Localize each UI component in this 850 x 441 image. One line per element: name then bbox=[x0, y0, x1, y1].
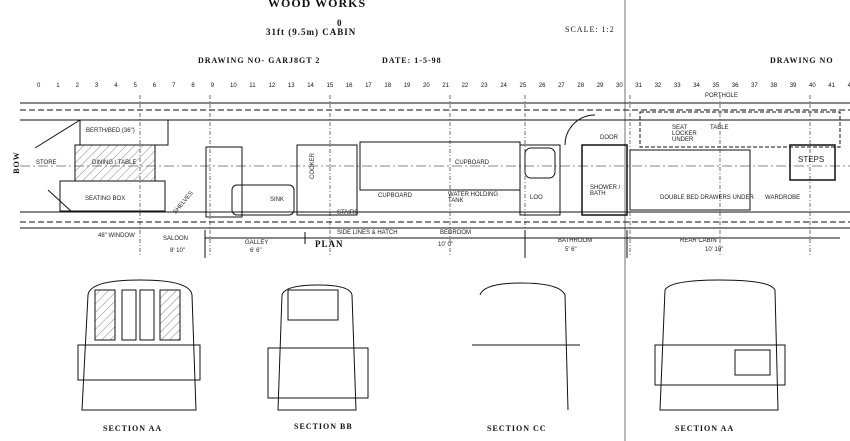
drawing-date: DATE: 1-5-98 bbox=[382, 56, 442, 65]
label-cupboard: CUPBOARD bbox=[378, 193, 413, 199]
label-galley: GALLEY bbox=[245, 240, 269, 246]
ruler-tick: 11 bbox=[249, 83, 256, 89]
drawing-number-right: DRAWING NO bbox=[770, 56, 834, 65]
label-cooker: COOKER bbox=[310, 152, 317, 180]
plan-label: PLAN bbox=[315, 239, 344, 249]
section-aa-rear-label: SECTION AA bbox=[675, 424, 735, 433]
ruler-tick: 21 bbox=[442, 83, 449, 89]
ruler-tick: 22 bbox=[461, 83, 469, 89]
label-saloon: SALOON bbox=[163, 236, 189, 242]
ruler-tick: 39 bbox=[789, 83, 797, 89]
label-bedroom: BEDROOM bbox=[440, 230, 472, 236]
label-shower: SHOWER / BATH bbox=[590, 185, 621, 197]
ruler-tick: 16 bbox=[345, 83, 353, 89]
toilet bbox=[524, 147, 556, 179]
boat-title: 31ft (9.5m) CABIN bbox=[266, 27, 357, 37]
label-berth: BERTH/BED (36") bbox=[86, 128, 135, 134]
ruler-tick: 35 bbox=[712, 83, 720, 89]
ruler-tick: 31 bbox=[635, 83, 642, 89]
sink bbox=[231, 184, 295, 216]
ruler-tick: 25 bbox=[519, 83, 527, 89]
label-bed: DOUBLE BED DRAWERS UNDER bbox=[660, 195, 754, 201]
label-galley-dim: 6' 6" bbox=[250, 248, 262, 254]
ruler-tick: 10 bbox=[230, 83, 237, 89]
label-store: STORE bbox=[36, 160, 57, 166]
ruler-tick: 15 bbox=[326, 83, 334, 89]
ruler-tick: 19 bbox=[403, 83, 411, 89]
drawing-number: DRAWING NO- GARJ8GT 2 bbox=[198, 56, 321, 65]
label-window: 48" WINDOW bbox=[98, 233, 135, 239]
bow-label: BOW bbox=[11, 151, 21, 174]
ruler-tick: 1 bbox=[56, 83, 60, 89]
label-wardrobe: WARDROBE bbox=[765, 195, 801, 201]
ruler-tick: 4 bbox=[114, 83, 118, 89]
ruler-tick: 7 bbox=[172, 83, 176, 89]
section-aa-outline bbox=[81, 279, 197, 411]
scale-label: SCALE: 1:2 bbox=[565, 25, 615, 34]
label-steps: STEPS bbox=[798, 155, 825, 164]
section-aa-label: SECTION AA bbox=[103, 424, 163, 433]
ruler-tick: 6 bbox=[152, 83, 157, 89]
section-aa-rear-outline bbox=[659, 279, 779, 411]
section-cc-label: SECTION CC bbox=[487, 424, 547, 433]
section-bb-label: SECTION BB bbox=[294, 422, 353, 431]
ruler-tick: 8 bbox=[191, 83, 195, 89]
label-bedroom-dim: 10' 0" bbox=[438, 242, 453, 248]
ruler-tick: 28 bbox=[577, 83, 585, 89]
ruler-tick: 14 bbox=[307, 83, 314, 89]
label-seat-locker: SEAT LOCKER UNDER bbox=[672, 125, 697, 143]
company-name: WOOD WORKS bbox=[268, 0, 367, 10]
label-sink: SINK bbox=[270, 197, 285, 203]
label-stairs: STAIRS bbox=[337, 210, 359, 216]
label-saloon-dim: 8' 10" bbox=[170, 248, 185, 254]
ruler-tick: 29 bbox=[596, 83, 604, 89]
ruler-tick: 30 bbox=[616, 83, 623, 89]
label-rear-dim: 10' 10" bbox=[705, 247, 724, 253]
ruler-tick: 42 bbox=[847, 83, 850, 89]
label-loo: LOO bbox=[530, 195, 543, 201]
ruler-tick: 26 bbox=[538, 83, 546, 89]
section-bb-outline bbox=[277, 284, 357, 411]
label-cupboard-2: CUPBOARD bbox=[455, 160, 490, 166]
label-rear-cabin: REAR CABIN bbox=[680, 238, 717, 244]
label-dinette: DINING / TABLE bbox=[92, 160, 137, 166]
ruler-tick: 3 bbox=[94, 83, 99, 89]
ruler-tick: 40 bbox=[809, 83, 816, 89]
ruler-tick: 20 bbox=[423, 83, 430, 89]
section-cc-outline bbox=[479, 282, 569, 411]
marker: 0 bbox=[337, 18, 343, 28]
ruler-tick: 23 bbox=[480, 83, 488, 89]
label-water-tank: WATER HOLDING TANK bbox=[448, 192, 499, 204]
ruler-tick: 5 bbox=[133, 83, 137, 89]
ruler-tick: 18 bbox=[384, 83, 392, 89]
ruler-tick: 41 bbox=[828, 83, 835, 89]
ruler-tick: 13 bbox=[287, 83, 295, 89]
ruler-tick: 9 bbox=[210, 83, 215, 89]
ruler-tick: 24 bbox=[500, 83, 507, 89]
label-porthole: PORTHOLE bbox=[705, 93, 738, 99]
label-door: DOOR bbox=[600, 135, 618, 141]
ruler-tick: 33 bbox=[673, 83, 681, 89]
label-side-hatch: SIDE LINES & HATCH bbox=[337, 230, 398, 236]
ruler-tick: 27 bbox=[558, 83, 565, 89]
ruler-tick: 37 bbox=[751, 83, 758, 89]
label-bathroom-dim: 5' 6" bbox=[565, 247, 577, 253]
ruler-tick: 34 bbox=[693, 83, 700, 89]
ruler-tick: 36 bbox=[731, 83, 739, 89]
ruler-tick: 2 bbox=[75, 83, 79, 89]
ruler-tick: 17 bbox=[365, 83, 372, 89]
ruler-tick: 32 bbox=[654, 83, 662, 89]
label-table: TABLE bbox=[710, 125, 729, 131]
label-bathroom: BATHROOM bbox=[558, 238, 593, 244]
ruler-tick: 0 bbox=[37, 83, 41, 89]
dinette-box bbox=[74, 144, 156, 182]
label-seating: SEATING BOX bbox=[85, 196, 126, 202]
ruler-tick: 12 bbox=[268, 83, 276, 89]
ruler-tick: 38 bbox=[770, 83, 778, 89]
